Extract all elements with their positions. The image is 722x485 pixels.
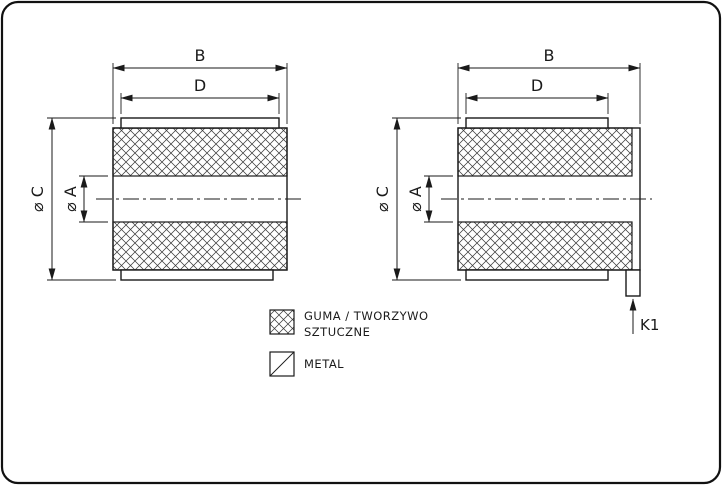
inner-sleeve-top (120, 117, 280, 129)
legend-rubber-label-line2: SZTUCZNE (304, 325, 370, 339)
dim-d: D (120, 76, 280, 114)
dim-a: ⌀ A (406, 175, 453, 223)
dim-b: B (112, 46, 288, 124)
dim-c-label: ⌀ C (373, 186, 392, 212)
dim-d-label: D (531, 76, 543, 95)
left-view: B D ⌀ C ⌀ A (28, 46, 304, 281)
legend-metal-diagonal (269, 351, 295, 377)
dim-b: B (457, 46, 641, 124)
dim-c-label: ⌀ C (28, 186, 47, 212)
rubber-hatch-top (457, 127, 633, 177)
inner-sleeve-top (465, 117, 609, 129)
dim-a-label: ⌀ A (61, 186, 80, 212)
legend-rubber-swatch (269, 309, 295, 335)
legend: GUMA / TWORZYWO SZTUCZNE METAL (269, 309, 429, 377)
rubber-hatch-bottom (457, 221, 633, 271)
right-view: B D ⌀ C ⌀ A K1 (373, 46, 659, 334)
dim-d-label: D (194, 76, 206, 95)
legend-metal-label: METAL (304, 357, 344, 371)
dim-b-label: B (544, 46, 555, 65)
dim-d: D (465, 76, 609, 114)
dim-k1: K1 (629, 298, 659, 334)
dim-a: ⌀ A (61, 175, 108, 223)
inner-sleeve-bottom (120, 269, 274, 281)
dim-k1-label: K1 (640, 316, 659, 334)
rubber-hatch-bottom (112, 221, 288, 271)
dim-c: ⌀ C (373, 117, 461, 281)
inner-sleeve-bottom (465, 269, 609, 281)
legend-rubber-label-line1: GUMA / TWORZYWO (304, 309, 429, 323)
dim-c: ⌀ C (28, 117, 116, 281)
sleeve-lip-tab (625, 269, 641, 297)
dim-a-label: ⌀ A (406, 186, 425, 212)
rubber-hatch-top (112, 127, 288, 177)
dim-b-label: B (195, 46, 206, 65)
